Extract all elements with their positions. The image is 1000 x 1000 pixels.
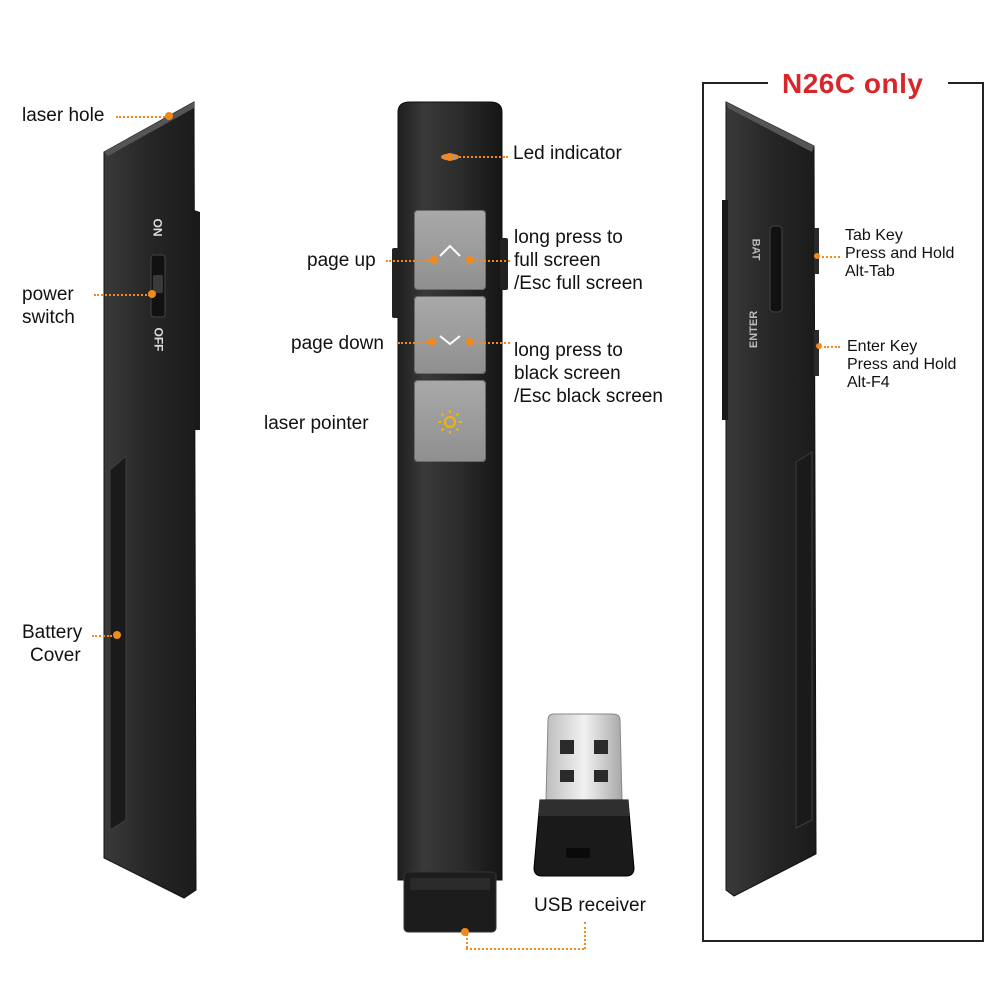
chevron-down-icon bbox=[439, 335, 461, 346]
battery-cover-label-line1: Battery bbox=[22, 622, 83, 643]
page-down-label: page down bbox=[291, 333, 384, 354]
sun-icon bbox=[438, 410, 462, 434]
laser-hole-leader bbox=[116, 116, 168, 118]
usb-port-marker bbox=[461, 928, 469, 936]
page-up-leader bbox=[386, 260, 430, 262]
page-down-leader bbox=[398, 342, 430, 344]
enter-key-label-line3: Alt-F4 bbox=[847, 374, 890, 391]
tab-key-label-line3: Alt-Tab bbox=[845, 263, 895, 280]
tab-key-label-line2: Press and Hold bbox=[845, 245, 955, 262]
black-screen-label-line1: long press to bbox=[514, 340, 623, 361]
full-screen-marker bbox=[466, 256, 474, 264]
switch-on-label: ON bbox=[150, 218, 165, 237]
black-screen-label-line2: black screen bbox=[514, 363, 621, 384]
n26c-panel-frame bbox=[702, 82, 984, 942]
full-screen-leader bbox=[476, 260, 510, 262]
page-up-label: page up bbox=[307, 250, 376, 271]
full-screen-label-line2: full screen bbox=[514, 250, 601, 271]
enter-key-label-line1: Enter Key bbox=[847, 338, 918, 355]
enter-key-marker bbox=[816, 343, 822, 349]
battery-cover-label-line2: Cover bbox=[30, 645, 81, 666]
battery-cover-marker bbox=[113, 631, 121, 639]
laser-pointer-label: laser pointer bbox=[264, 413, 369, 434]
power-switch-leader bbox=[94, 294, 150, 296]
n26c-title: N26C only bbox=[782, 68, 924, 99]
led-marker bbox=[446, 153, 454, 161]
n26c-title-backdrop bbox=[768, 70, 948, 98]
enter-key-label-line2: Press and Hold bbox=[847, 356, 957, 373]
led-indicator-label: Led indicator bbox=[513, 143, 622, 164]
usb-leader-vertical-right bbox=[584, 922, 586, 949]
usb-leader-horizontal bbox=[466, 948, 584, 950]
page-down-marker bbox=[428, 338, 436, 346]
usb-leader-vertical-left bbox=[466, 934, 468, 948]
enter-key-leader bbox=[824, 346, 840, 348]
switch-off-label: OFF bbox=[151, 327, 166, 352]
black-screen-marker bbox=[466, 338, 474, 346]
full-screen-label-line1: long press to bbox=[514, 227, 623, 248]
power-switch-marker bbox=[148, 290, 156, 298]
led-leader bbox=[456, 156, 508, 158]
chevron-up-icon bbox=[439, 244, 461, 257]
tab-key-label-line1: Tab Key bbox=[845, 227, 903, 244]
power-switch-label-line1: power bbox=[22, 284, 74, 305]
black-screen-label-line3: /Esc black screen bbox=[514, 386, 663, 407]
usb-receiver-label: USB receiver bbox=[534, 895, 646, 916]
left-device-side-view bbox=[103, 101, 200, 899]
page-up-key[interactable] bbox=[414, 210, 486, 290]
usb-receiver bbox=[533, 713, 635, 877]
power-switch-label-line2: switch bbox=[22, 307, 75, 328]
tab-key-marker bbox=[814, 253, 820, 259]
page-down-key[interactable] bbox=[414, 296, 486, 374]
tab-key-leader bbox=[822, 256, 840, 258]
laser-hole-label: laser hole bbox=[22, 105, 105, 126]
right-device-side-view bbox=[722, 101, 819, 897]
page-up-marker bbox=[430, 256, 438, 264]
laser-hole-marker bbox=[165, 112, 173, 120]
battery-cover-leader bbox=[92, 635, 112, 637]
black-screen-leader bbox=[476, 342, 510, 344]
full-screen-label-line3: /Esc full screen bbox=[514, 273, 643, 294]
laser-pointer-key[interactable] bbox=[414, 380, 486, 462]
